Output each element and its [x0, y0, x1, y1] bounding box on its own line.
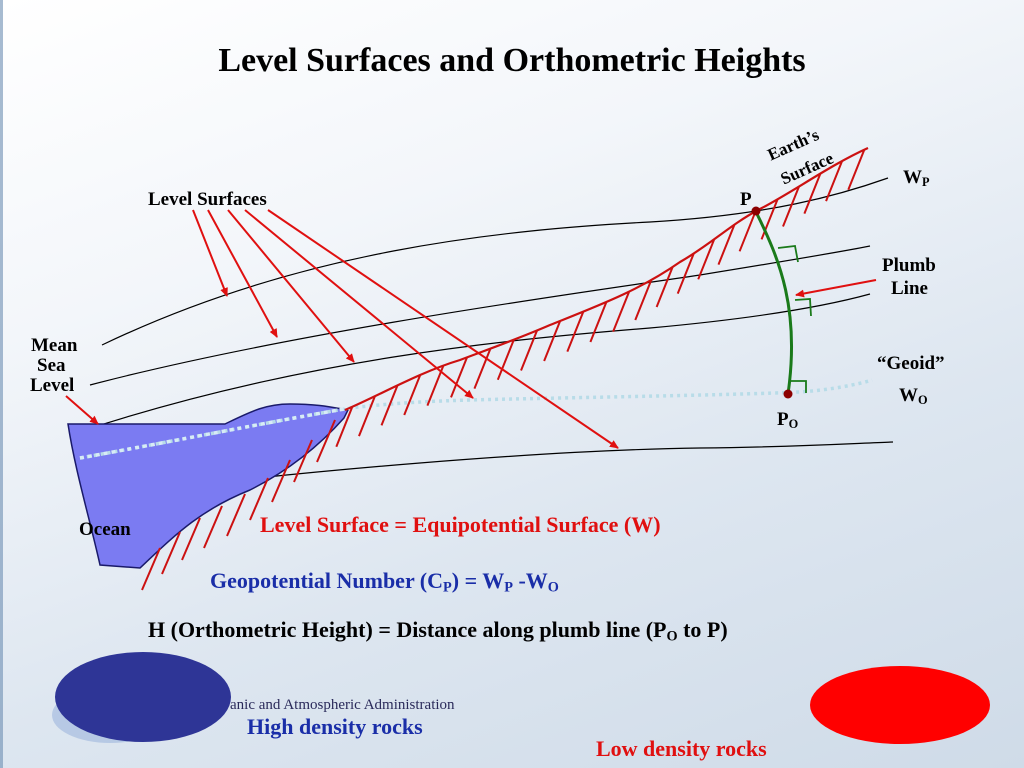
label-mean: Mean [31, 335, 78, 356]
label-geoid: “Geoid” [877, 353, 945, 374]
mean-sea-level-arrow [65, 395, 99, 425]
ocean-shape [67, 403, 350, 569]
terrain-hatch [782, 186, 800, 227]
equation-geopotential: Geopotential Number (CP) = WP -WO [210, 568, 559, 596]
terrain-hatch [676, 253, 695, 295]
level-surface-arrow-2 [207, 209, 278, 338]
label-sea: Sea [37, 355, 66, 376]
equation-level-surface: Level Surface = Equipotential Surface (W… [260, 512, 661, 537]
terrain-hatch [634, 279, 653, 321]
terrain-hatch [141, 547, 161, 591]
agency-name-fragment: anic and Atmospheric Administration [230, 697, 455, 713]
terrain-hatch [803, 173, 822, 214]
level-surface-2 [89, 245, 871, 386]
terrain-hatch [203, 505, 223, 549]
terrain-hatch [717, 224, 736, 266]
label-wo: WO [899, 385, 928, 408]
label-line: Line [891, 278, 928, 299]
left-edge-band [0, 0, 3, 768]
terrain-hatch [825, 160, 843, 202]
terrain-hatch [450, 357, 468, 398]
right-angle-marker-3 [790, 380, 807, 393]
terrain-hatch [358, 395, 376, 437]
level-surface-arrow-1 [192, 209, 228, 297]
terrain-hatch [655, 266, 674, 308]
label-plumb: Plumb [882, 255, 936, 276]
terrain-hatch [496, 339, 515, 381]
terrain-hatch [335, 406, 354, 448]
high-density-ellipse [55, 652, 231, 742]
label-low-density: Low density rocks [596, 736, 767, 761]
plumb-line [754, 211, 794, 395]
terrain-hatch [380, 384, 399, 426]
terrain-hatch [271, 459, 291, 503]
level-surface-arrow-3 [227, 209, 355, 363]
terrain-hatch [566, 311, 585, 353]
terrain-hatch [760, 198, 779, 240]
terrain-hatch [738, 210, 757, 252]
point-po [783, 389, 793, 399]
level-surface-1 [101, 177, 889, 346]
label-high-density: High density rocks [247, 714, 423, 739]
terrain-hatch [612, 291, 631, 332]
label-wp: WP [903, 167, 930, 190]
earths-surface-line [344, 146, 869, 412]
right-angle-marker-1 [777, 245, 799, 263]
page-title: Level Surfaces and Orthometric Heights [218, 42, 806, 79]
terrain-hatch [847, 149, 866, 191]
low-density-ellipse [810, 666, 990, 744]
label-level: Level [30, 375, 75, 396]
right-angle-marker-2 [794, 298, 812, 317]
level-surface-3 [84, 293, 871, 431]
terrain-hatch [181, 517, 201, 561]
label-ocean: Ocean [79, 519, 131, 540]
equation-orthometric: H (Orthometric Height) = Distance along … [148, 617, 728, 645]
terrain-hatches [141, 149, 866, 591]
terrain-hatch [697, 238, 716, 280]
terrain-hatch [473, 348, 492, 390]
label-po: PO [777, 409, 799, 432]
terrain-hatch [543, 320, 562, 362]
terrain-hatch [316, 419, 336, 463]
label-level-surfaces: Level Surfaces [148, 189, 267, 210]
terrain-hatch [520, 330, 538, 371]
terrain-hatch [226, 493, 246, 537]
point-p [751, 206, 761, 216]
terrain-hatch [293, 439, 313, 483]
terrain-hatch [161, 531, 181, 575]
terrain-hatch [249, 477, 269, 521]
terrain-hatch [589, 301, 608, 343]
level-surface-arrow-4 [244, 209, 474, 399]
terrain-hatch [403, 374, 422, 416]
plumb-line-arrow [795, 279, 877, 298]
level-surface-arrow-5 [267, 209, 619, 449]
label-p: P [740, 189, 752, 210]
